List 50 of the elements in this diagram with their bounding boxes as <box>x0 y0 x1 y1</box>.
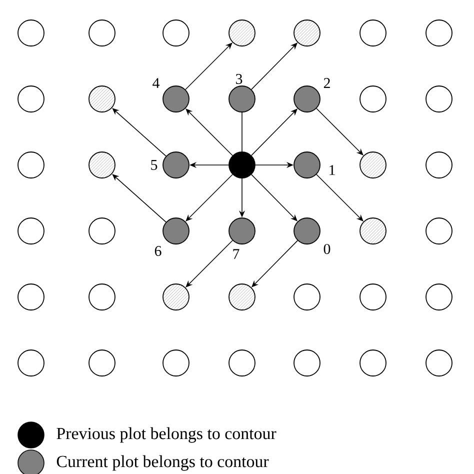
grid-circle <box>162 350 190 376</box>
grid-circle <box>18 152 44 178</box>
grid-circle <box>88 20 116 46</box>
number-label: 3 <box>236 74 242 84</box>
grid-circle <box>18 20 44 46</box>
grid-circle <box>360 86 386 112</box>
grid-circle <box>228 350 256 376</box>
grid-circle <box>18 218 44 244</box>
arrow <box>186 108 233 156</box>
grid-circle <box>88 284 116 310</box>
number-label: 7 <box>233 249 240 259</box>
grid-circle <box>88 218 116 244</box>
hatched-circle <box>228 20 256 46</box>
grid-circle <box>360 350 386 376</box>
number-label: 4 <box>152 78 160 88</box>
grid-circle <box>294 350 320 376</box>
arrow <box>186 174 233 222</box>
legend-text: Current plot belongs to contour <box>56 455 269 471</box>
grid-circle <box>18 350 44 376</box>
hatched-circle <box>294 20 320 46</box>
start-point-circle <box>228 152 256 178</box>
grid-circle <box>426 20 452 46</box>
number-label: 6 <box>154 246 162 256</box>
hatched-circle <box>88 86 116 112</box>
arrow <box>316 108 364 156</box>
grid-circle <box>426 350 452 376</box>
hatched-circle <box>88 152 116 178</box>
hatched-circle <box>360 218 386 244</box>
arrow <box>185 42 232 90</box>
arrow <box>186 240 233 288</box>
grid-circle <box>426 86 452 112</box>
legend-text: Previous plot belongs to contour <box>56 427 276 443</box>
grid-circle <box>426 218 452 244</box>
grid-circle <box>88 350 116 376</box>
grid-circle <box>426 284 452 310</box>
hatched-circle <box>360 152 386 178</box>
grid-circle <box>360 284 386 310</box>
number-label: 2 <box>324 78 330 88</box>
hatched-circle <box>228 284 256 310</box>
grid-circle <box>294 284 320 310</box>
arrow <box>316 174 364 222</box>
grid-circle <box>18 86 44 112</box>
hatched-circle <box>162 284 190 310</box>
number-label: 5 <box>151 160 158 170</box>
grid-circle <box>360 20 386 46</box>
number-label: 0 <box>324 244 330 254</box>
grid-circle <box>18 284 44 310</box>
grid-circle <box>162 20 190 46</box>
number-label: 1 <box>330 165 335 175</box>
grid-circle <box>426 152 452 178</box>
